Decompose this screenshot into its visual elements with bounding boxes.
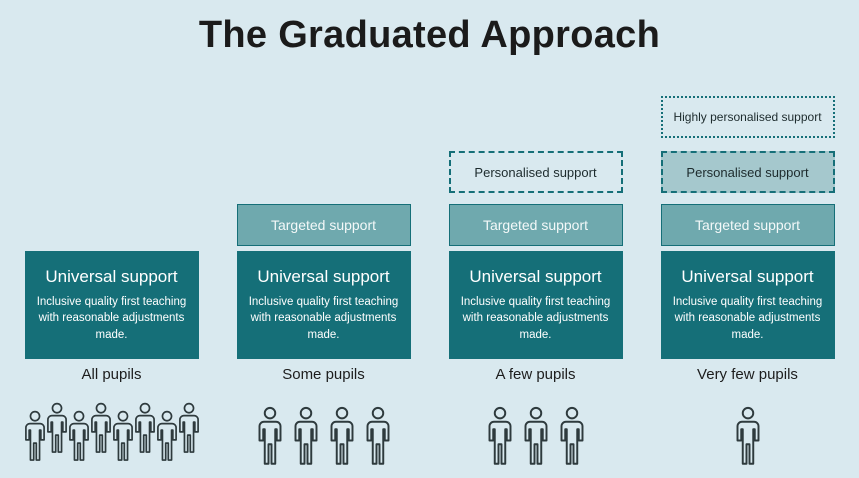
person-icon <box>330 406 353 465</box>
targeted-support-label: Targeted support <box>482 217 589 233</box>
page-title: The Graduated Approach <box>198 14 661 56</box>
personalised-support-box: Personalised support <box>660 151 835 193</box>
universal-support-subtitle: Inclusive quality first teaching with re… <box>672 296 823 341</box>
person-icon <box>258 406 281 465</box>
universal-support-box: Universal support Inclusive quality firs… <box>660 251 835 359</box>
pupils-label: All pupils <box>81 366 142 383</box>
pupils-label: A few pupils <box>495 366 576 383</box>
universal-support-title: Universal support <box>681 267 814 287</box>
universal-support-title: Universal support <box>469 267 602 287</box>
column-very-few-pupils: Highly personalised support Personalised… <box>660 96 835 478</box>
targeted-support-box: Targeted support <box>660 204 835 246</box>
person-icon <box>524 406 547 465</box>
personalised-support-label: Personalised support <box>686 164 809 180</box>
targeted-support-box: Targeted support <box>236 204 411 246</box>
universal-support-subtitle: Inclusive quality first teaching with re… <box>460 296 611 341</box>
person-icon <box>488 406 511 465</box>
column-a-few-pupils: Personalised support Targeted support Un… <box>448 151 623 478</box>
universal-support-title: Universal support <box>45 267 178 287</box>
column-some-pupils: Targeted support Universal support Inclu… <box>236 204 411 478</box>
universal-support-subtitle: Inclusive quality first teaching with re… <box>248 296 399 341</box>
targeted-support-label: Targeted support <box>694 217 801 233</box>
targeted-support-label: Targeted support <box>270 217 377 233</box>
person-icon <box>178 402 199 453</box>
universal-support-subtitle: Inclusive quality first teaching with re… <box>36 296 187 341</box>
graduated-approach-diagram: The Graduated Approach Universal support… <box>0 0 859 465</box>
highly-personalised-support-box: Highly personalised support <box>660 96 835 138</box>
personalised-support-box: Personalised support <box>448 151 623 193</box>
pupils-label: Some pupils <box>282 366 365 383</box>
universal-support-box: Universal support Inclusive quality firs… <box>448 251 623 359</box>
people-group <box>252 388 396 476</box>
universal-support-title: Universal support <box>257 267 390 287</box>
person-icon <box>90 402 111 453</box>
person-icon <box>134 402 155 453</box>
people-group <box>24 388 200 476</box>
pupils-label: Very few pupils <box>697 366 798 383</box>
person-icon <box>560 406 583 465</box>
people-group <box>730 388 766 476</box>
boxes-stack: Universal support Inclusive quality firs… <box>24 251 199 359</box>
highly-personalised-support-label: Highly personalised support <box>673 110 822 124</box>
person-icon <box>46 402 67 453</box>
person-icon <box>366 406 389 465</box>
column-all-pupils: Universal support Inclusive quality firs… <box>24 251 200 478</box>
universal-support-box: Universal support Inclusive quality firs… <box>24 251 199 359</box>
people-group <box>482 388 590 476</box>
person-icon <box>294 406 317 465</box>
boxes-stack: Highly personalised support Personalised… <box>660 96 835 359</box>
boxes-stack: Personalised support Targeted support Un… <box>448 151 623 359</box>
boxes-stack: Targeted support Universal support Inclu… <box>236 204 411 359</box>
universal-support-box: Universal support Inclusive quality firs… <box>236 251 411 359</box>
person-icon <box>736 406 759 465</box>
targeted-support-box: Targeted support <box>448 204 623 246</box>
personalised-support-label: Personalised support <box>474 164 597 180</box>
columns-container: Universal support Inclusive quality firs… <box>0 84 859 478</box>
